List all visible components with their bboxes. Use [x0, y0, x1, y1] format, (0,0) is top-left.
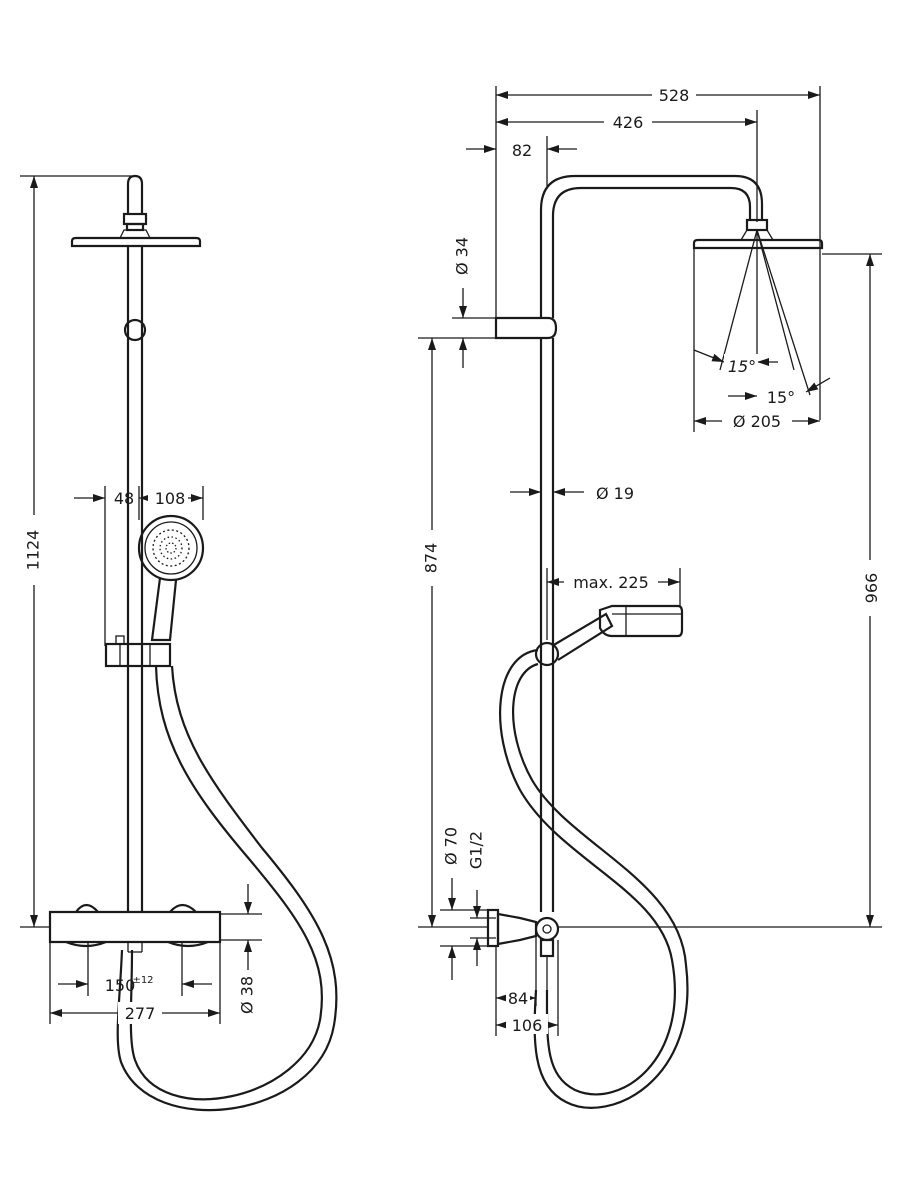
dim-150-label: 150 [105, 976, 136, 995]
side-dim-connector-depth: 84 [495, 936, 537, 1036]
side-view: 528 426 82 Ø 34 874 [418, 84, 882, 1109]
front-dim-width: 277 [49, 942, 221, 1024]
dim-48-label: 48 [114, 489, 134, 508]
dim-38-label: Ø 38 [238, 976, 257, 1014]
dim-angle-left-label: 15° [728, 357, 756, 376]
dim-874-label: 874 [422, 543, 441, 574]
dim-82-label: 82 [512, 141, 532, 160]
dim-426-label: 426 [613, 113, 644, 132]
side-hand-shower [551, 604, 684, 661]
dim-108-label: 108 [155, 489, 186, 508]
dim-84-label: 84 [508, 989, 528, 1008]
dim-528-label: 528 [659, 86, 690, 105]
dim-205-label: Ø 205 [733, 412, 781, 431]
front-dim-total-height: 1124 [20, 175, 132, 928]
dim-1124-label: 1124 [24, 530, 43, 571]
front-overhead-shower-head [70, 229, 202, 248]
side-dim-head-angles: 15° 15° [693, 349, 831, 408]
side-dim-connector: Ø 70 G1/2 [440, 827, 496, 980]
side-thermostat-connector [486, 908, 560, 990]
dim-225-label: max. 225 [573, 573, 649, 592]
front-overhead-arm [122, 174, 148, 232]
side-overhead-shower-head [692, 229, 824, 396]
front-dim-hand-shower: 48 108 [74, 486, 204, 646]
dim-996-label: 996 [862, 573, 881, 604]
side-shower-rail [534, 338, 560, 912]
dim-277-label: 277 [125, 1004, 156, 1023]
side-dim-bracket-diameter: Ø 34 [418, 237, 496, 368]
side-dim-thermostat-depth: 106 [496, 940, 559, 1036]
side-dim-overall-depth: 528 [496, 84, 821, 420]
front-dim-body-diameter: Ø 38 [220, 884, 262, 1014]
front-shower-rail [123, 246, 147, 912]
front-thermostat [48, 903, 222, 953]
side-hose [499, 648, 689, 1109]
dim-150-tolerance: ±12 [132, 975, 153, 986]
side-dim-head-diameter: Ø 205 [693, 248, 820, 432]
front-dim-centers: 150 ±12 [58, 942, 212, 996]
side-dim-rail-diameter: Ø 19 [510, 484, 634, 503]
side-dim-rail-offset: 82 [466, 136, 577, 186]
dim-19-label: Ø 19 [596, 484, 634, 503]
dim-106-label: 106 [512, 1016, 543, 1035]
side-dim-overhead-projection: 426 [496, 110, 758, 222]
side-wall-bracket [494, 316, 558, 340]
dim-34-label: Ø 34 [453, 237, 472, 275]
side-dim-bracket-height: 874 [418, 338, 488, 928]
dim-g12-label: G1/2 [467, 831, 486, 869]
side-dim-head-height: 996 [558, 253, 882, 928]
front-hose [116, 665, 338, 1112]
dim-angle-right-label: 15° [767, 388, 795, 407]
front-view: 1124 48 108 150 ±12 277 [20, 174, 338, 1112]
front-hand-shower [104, 514, 205, 668]
side-dim-hand-reach: max. 225 [546, 568, 681, 640]
dim-70-label: Ø 70 [442, 827, 461, 865]
